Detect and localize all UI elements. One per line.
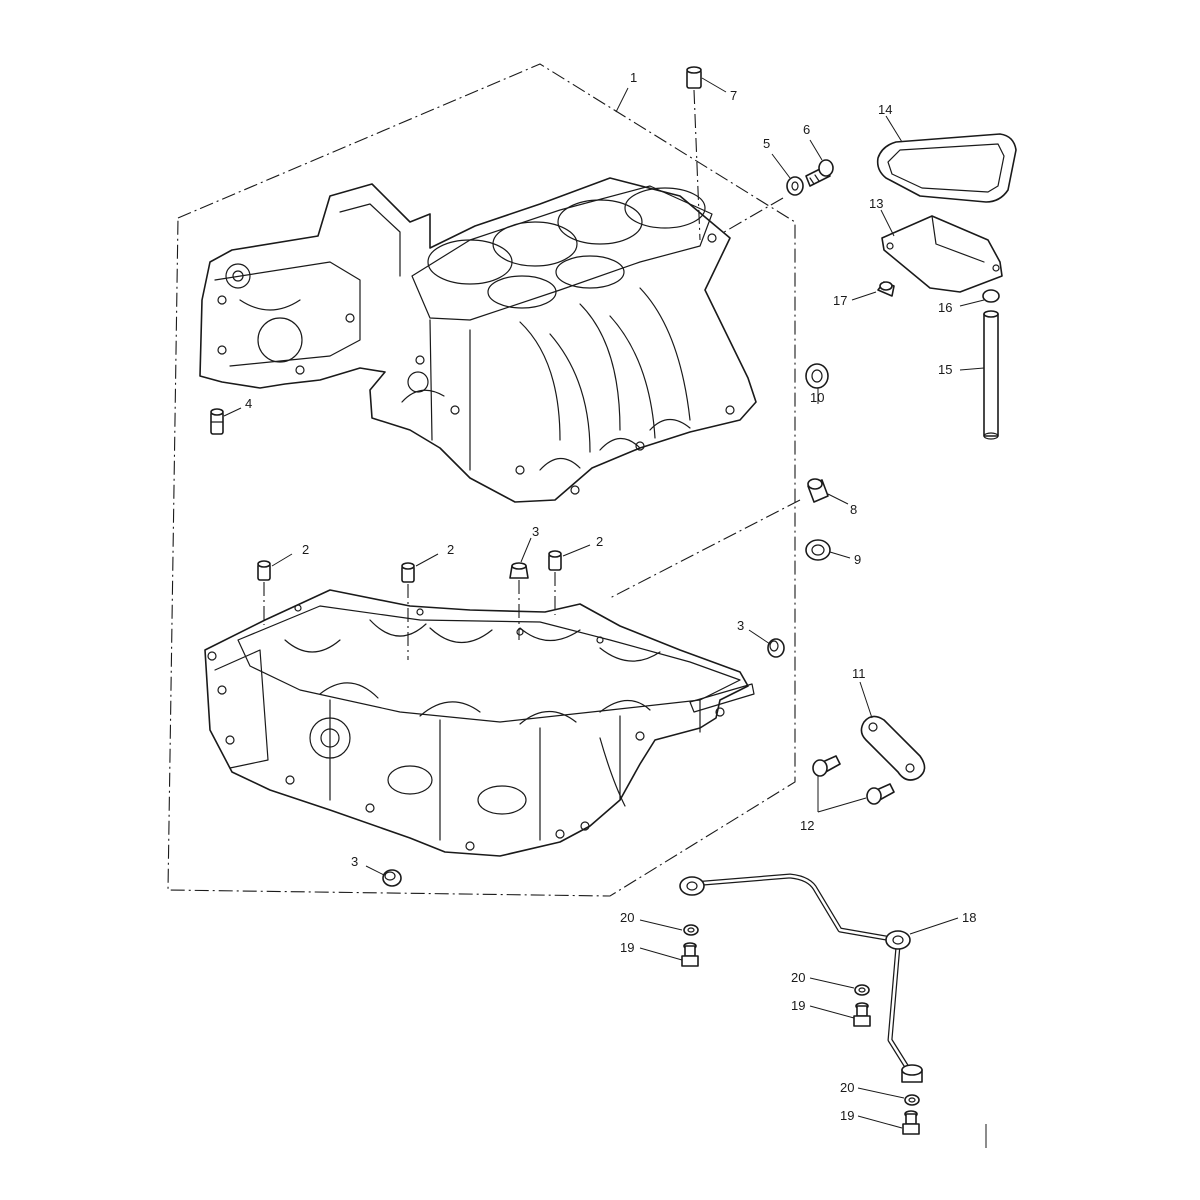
gasket-14 (876, 133, 1017, 203)
callout-19b: 19 (791, 998, 805, 1013)
callout-4: 4 (245, 396, 252, 411)
oring-16 (982, 289, 1000, 303)
leader-lines (223, 77, 985, 1129)
dowel-7 (686, 66, 702, 89)
crankcase-assembly-boundary (167, 63, 796, 897)
oil-pipe-18 (679, 873, 923, 1083)
plate-11 (860, 715, 926, 781)
callout-13: 13 (869, 196, 883, 211)
bolt-19c (902, 1110, 920, 1135)
callout-10: 10 (810, 390, 824, 405)
bolt-12a (812, 755, 841, 777)
bolt-19b (853, 1002, 871, 1027)
callout-19a: 19 (620, 940, 634, 955)
washer-10 (805, 363, 829, 389)
callout-3b: 3 (737, 618, 744, 633)
dowel-2c (548, 550, 562, 571)
callout-6: 6 (803, 122, 810, 137)
bolt-19a (681, 942, 699, 967)
dowel-2a (257, 560, 271, 581)
washer-20c (904, 1094, 920, 1106)
callout-15: 15 (938, 362, 952, 377)
bolt-12b (866, 783, 895, 805)
callout-12: 12 (800, 818, 814, 833)
washer-5 (786, 176, 804, 196)
callout-2a: 2 (302, 542, 309, 557)
callout-5: 5 (763, 136, 770, 151)
callout-20b: 20 (791, 970, 805, 985)
callout-19c: 19 (840, 1108, 854, 1123)
cover-13 (881, 215, 1003, 293)
callout-18: 18 (962, 910, 976, 925)
callout-14: 14 (878, 102, 892, 117)
callout-2c: 2 (596, 534, 603, 549)
callout-17: 17 (833, 293, 847, 308)
plug-3c (382, 869, 402, 887)
callout-11: 11 (852, 666, 866, 681)
dowel-4 (210, 408, 224, 435)
callout-9: 9 (854, 552, 861, 567)
seal-9 (805, 539, 831, 561)
upper-crankcase (199, 177, 757, 503)
callout-20c: 20 (840, 1080, 854, 1095)
pipe-15 (983, 310, 999, 440)
plug-3a (509, 562, 529, 579)
callout-7: 7 (730, 88, 737, 103)
callout-16: 16 (938, 300, 952, 315)
callout-8: 8 (850, 502, 857, 517)
washer-20a (683, 924, 699, 936)
bolt-17 (877, 281, 895, 297)
callout-3a: 3 (532, 524, 539, 539)
dash-dowel-7 (693, 89, 701, 241)
plug-3b (767, 638, 785, 658)
callout-1: 1 (630, 70, 637, 85)
bolt-6 (805, 159, 834, 187)
dash-leader-8 (609, 499, 801, 599)
dowel-2b (401, 562, 415, 583)
lower-crankcase (204, 589, 755, 857)
callout-20a: 20 (620, 910, 634, 925)
callout-3c: 3 (351, 854, 358, 869)
callout-2b: 2 (447, 542, 454, 557)
bush-8 (807, 478, 829, 503)
washer-20b (854, 984, 870, 996)
